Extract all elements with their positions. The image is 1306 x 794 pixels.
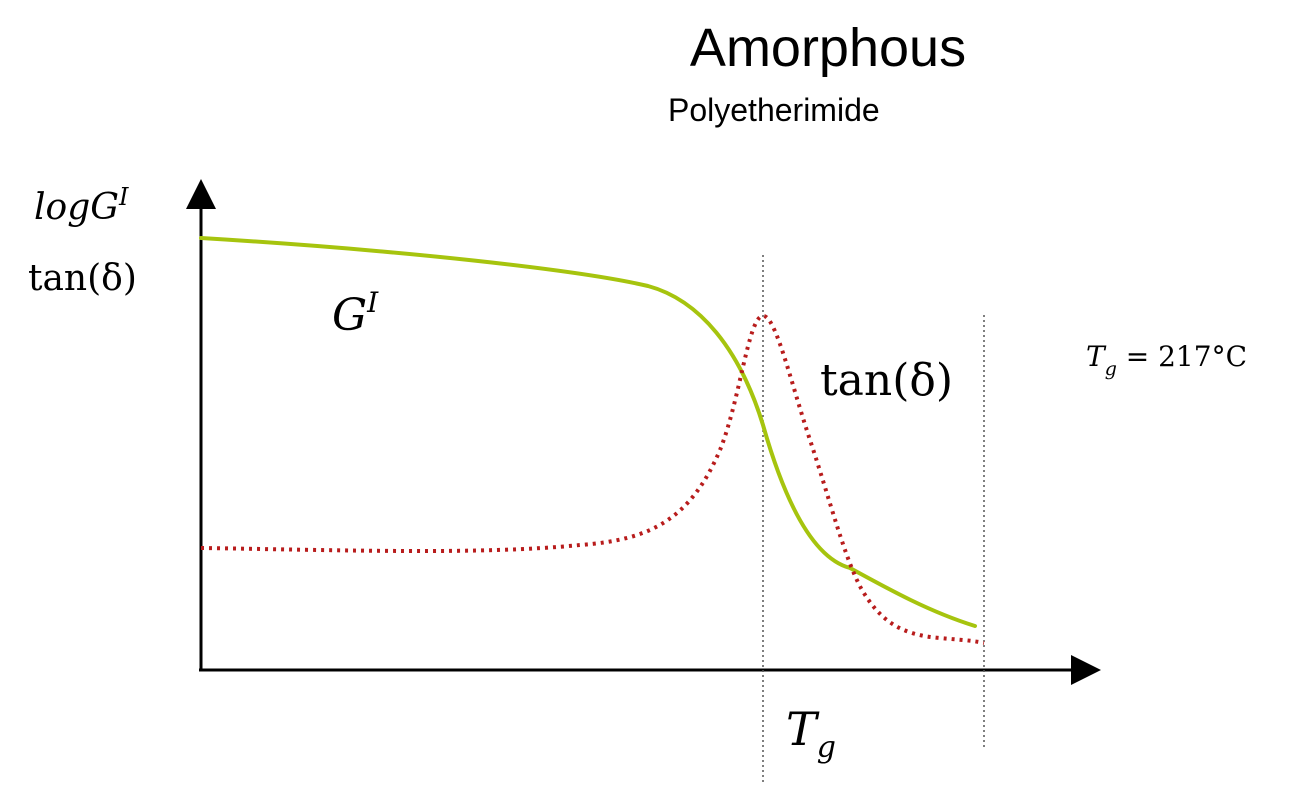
tg-annotation: Tg = 217°C [1086, 340, 1247, 380]
tg-annotation-value: = 217°C [1117, 340, 1247, 373]
y-axis-label-sup: I [118, 183, 129, 211]
y-axis-label-line1: logGI [34, 183, 129, 228]
y-axis-label-symbol: G [90, 187, 119, 228]
y-axis-label-prefix: log [34, 187, 90, 228]
small-arrow-marker [206, 201, 212, 207]
g-prime-label-symbol: G [332, 290, 367, 341]
y-axis-label-line2: tan(δ) [28, 258, 137, 299]
tan-delta-curve [200, 314, 985, 645]
x-axis-tg-label: Tg [786, 702, 836, 765]
tg-annotation-symbol: T [1086, 340, 1107, 373]
diagram-subtitle: Polyetherimide [668, 92, 880, 128]
tg-annotation-sub: g [1105, 358, 1117, 380]
g-prime-curve [199, 236, 977, 628]
g-prime-label-sup: I [366, 286, 379, 319]
g-prime-label: GI [332, 286, 379, 341]
diagram-title: Amorphous [690, 18, 966, 78]
x-axis-tg-sub: g [817, 730, 836, 765]
tan-delta-label: tan(δ) [820, 355, 953, 406]
x-axis-tg-symbol: T [786, 702, 820, 756]
